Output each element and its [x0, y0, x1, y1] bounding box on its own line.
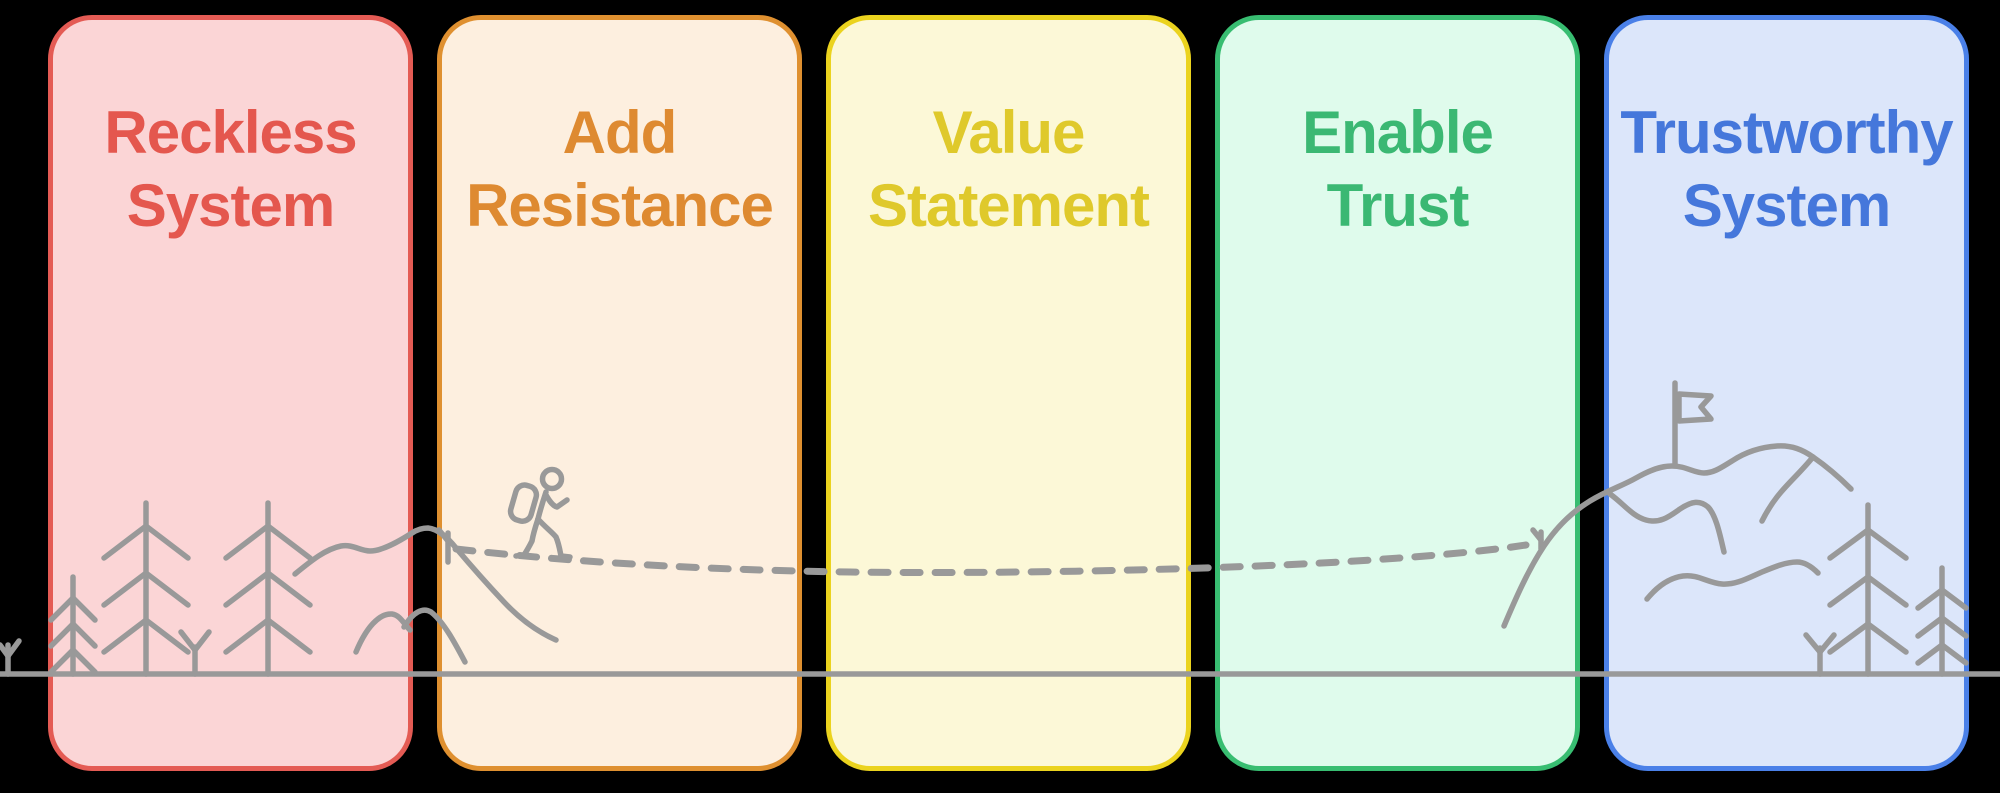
- card-title: Add Resistance: [442, 96, 797, 242]
- card-title: Enable Trust: [1220, 96, 1575, 242]
- card-title: Value Statement: [831, 96, 1186, 242]
- card-title-line2: Trust: [1326, 172, 1470, 239]
- card-title-line2: System: [126, 172, 335, 239]
- card-title-line1: Reckless: [104, 99, 357, 166]
- card-title-line2: Statement: [867, 172, 1150, 239]
- card-enable-trust: Enable Trust: [1215, 15, 1580, 771]
- card-title-line1: Add: [562, 99, 678, 166]
- card-add-resistance: Add Resistance: [437, 15, 802, 771]
- card-value-statement: Value Statement: [826, 15, 1191, 771]
- left-edge-shrub-icon: [0, 638, 22, 677]
- card-title-line1: Value: [932, 99, 1086, 166]
- card-title-line1: Enable: [1302, 99, 1494, 166]
- card-title-line2: Resistance: [466, 172, 774, 239]
- card-title-line1: Trustworthy: [1620, 99, 1953, 166]
- card-reckless-system: Reckless System: [48, 15, 413, 771]
- card-title: Reckless System: [53, 96, 408, 242]
- card-title: Trustworthy System: [1609, 96, 1964, 242]
- card-title-line2: System: [1682, 172, 1891, 239]
- card-trustworthy-system: Trustworthy System: [1604, 15, 1969, 771]
